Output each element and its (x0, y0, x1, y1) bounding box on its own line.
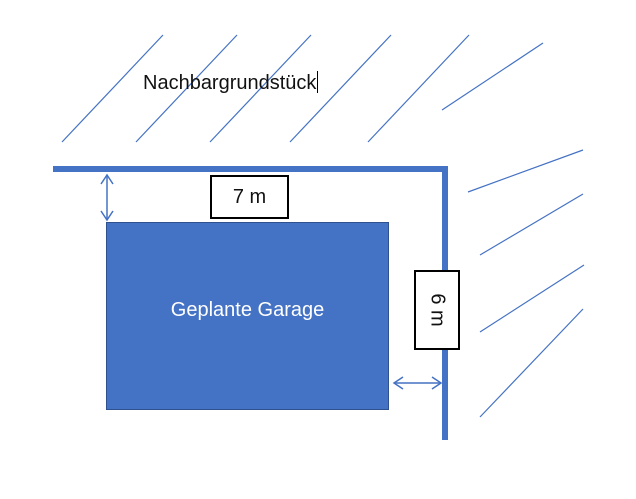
neighbor-plot-hatching (61, 34, 585, 418)
side-distance-label-box[interactable]: 6 m (414, 270, 460, 350)
neighbor-plot-label[interactable]: Nachbargrundstück (143, 70, 319, 96)
side-distance-arrow (392, 376, 443, 390)
neighbor-plot-text: Nachbargrundstück (143, 72, 317, 94)
garage-label: Geplante Garage (170, 299, 325, 321)
top-distance-label: 7 m (232, 185, 267, 208)
top-distance-arrow (100, 173, 114, 222)
text-cursor (317, 71, 319, 93)
side-distance-label: 6 m (426, 293, 449, 327)
top-distance-label-box[interactable]: 7 m (210, 175, 289, 219)
planned-garage[interactable]: Geplante Garage (106, 222, 389, 410)
